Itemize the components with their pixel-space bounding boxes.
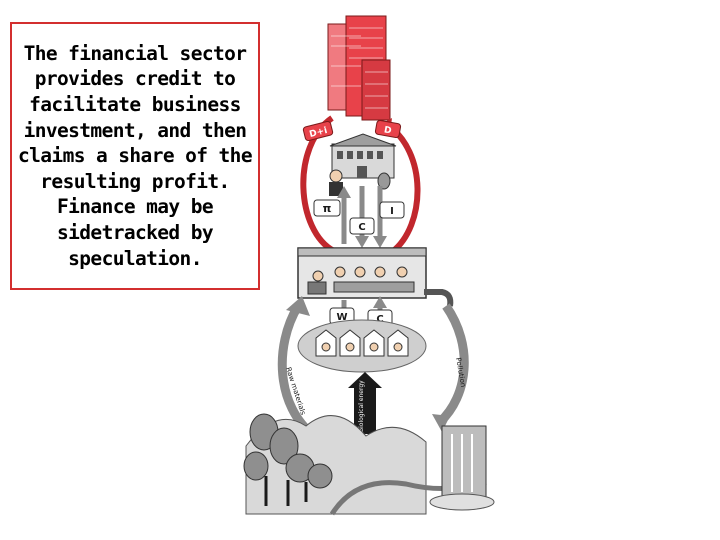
households-icon (297, 319, 427, 373)
profit-tag: π (313, 199, 341, 217)
wages-label: W (336, 312, 347, 323)
callout-text: The financial sector provides credit to … (18, 41, 253, 270)
worker-consumption-label: C (376, 314, 383, 325)
profit-arrowhead (337, 186, 351, 198)
explanation-callout: The financial sector provides credit to … (10, 22, 260, 290)
d-plus-i-tag: D+i (302, 120, 334, 142)
worker-consumption-arrowhead (373, 296, 387, 308)
investment-tag: I (379, 201, 405, 219)
capitalist-consumption-arrowhead (355, 236, 369, 248)
biological-energy-label: Biological energy (358, 380, 365, 432)
biological-energy-arrow (354, 386, 376, 434)
capitalist-consumption-tag: C (349, 217, 375, 235)
d-label: D (383, 125, 392, 136)
investment-label: I (390, 206, 394, 217)
biological-energy-arrowhead (348, 372, 382, 388)
pollution-pipe-icon (424, 289, 454, 307)
pollution-arrowhead (432, 414, 450, 432)
business-building-icon (329, 133, 397, 179)
repayment-in-arrow (384, 121, 421, 255)
d-plus-i-label: D+i (308, 126, 328, 140)
pollution-arrow (436, 303, 469, 426)
capitalist-consumption-label: C (358, 222, 365, 233)
finance-buildings-icon (327, 15, 391, 121)
d-tag: D (374, 119, 402, 139)
raw-materials-arrowhead (286, 296, 310, 316)
investment-arrowhead (373, 236, 387, 248)
nature-landscape-icon (243, 413, 495, 516)
profit-label: π (323, 202, 332, 215)
workplace-panel (297, 247, 427, 299)
money-bag-icon (377, 172, 391, 190)
economy-flow-diagram: D+i D π C I (243, 15, 495, 516)
capitalist-figure-icon (329, 169, 343, 196)
